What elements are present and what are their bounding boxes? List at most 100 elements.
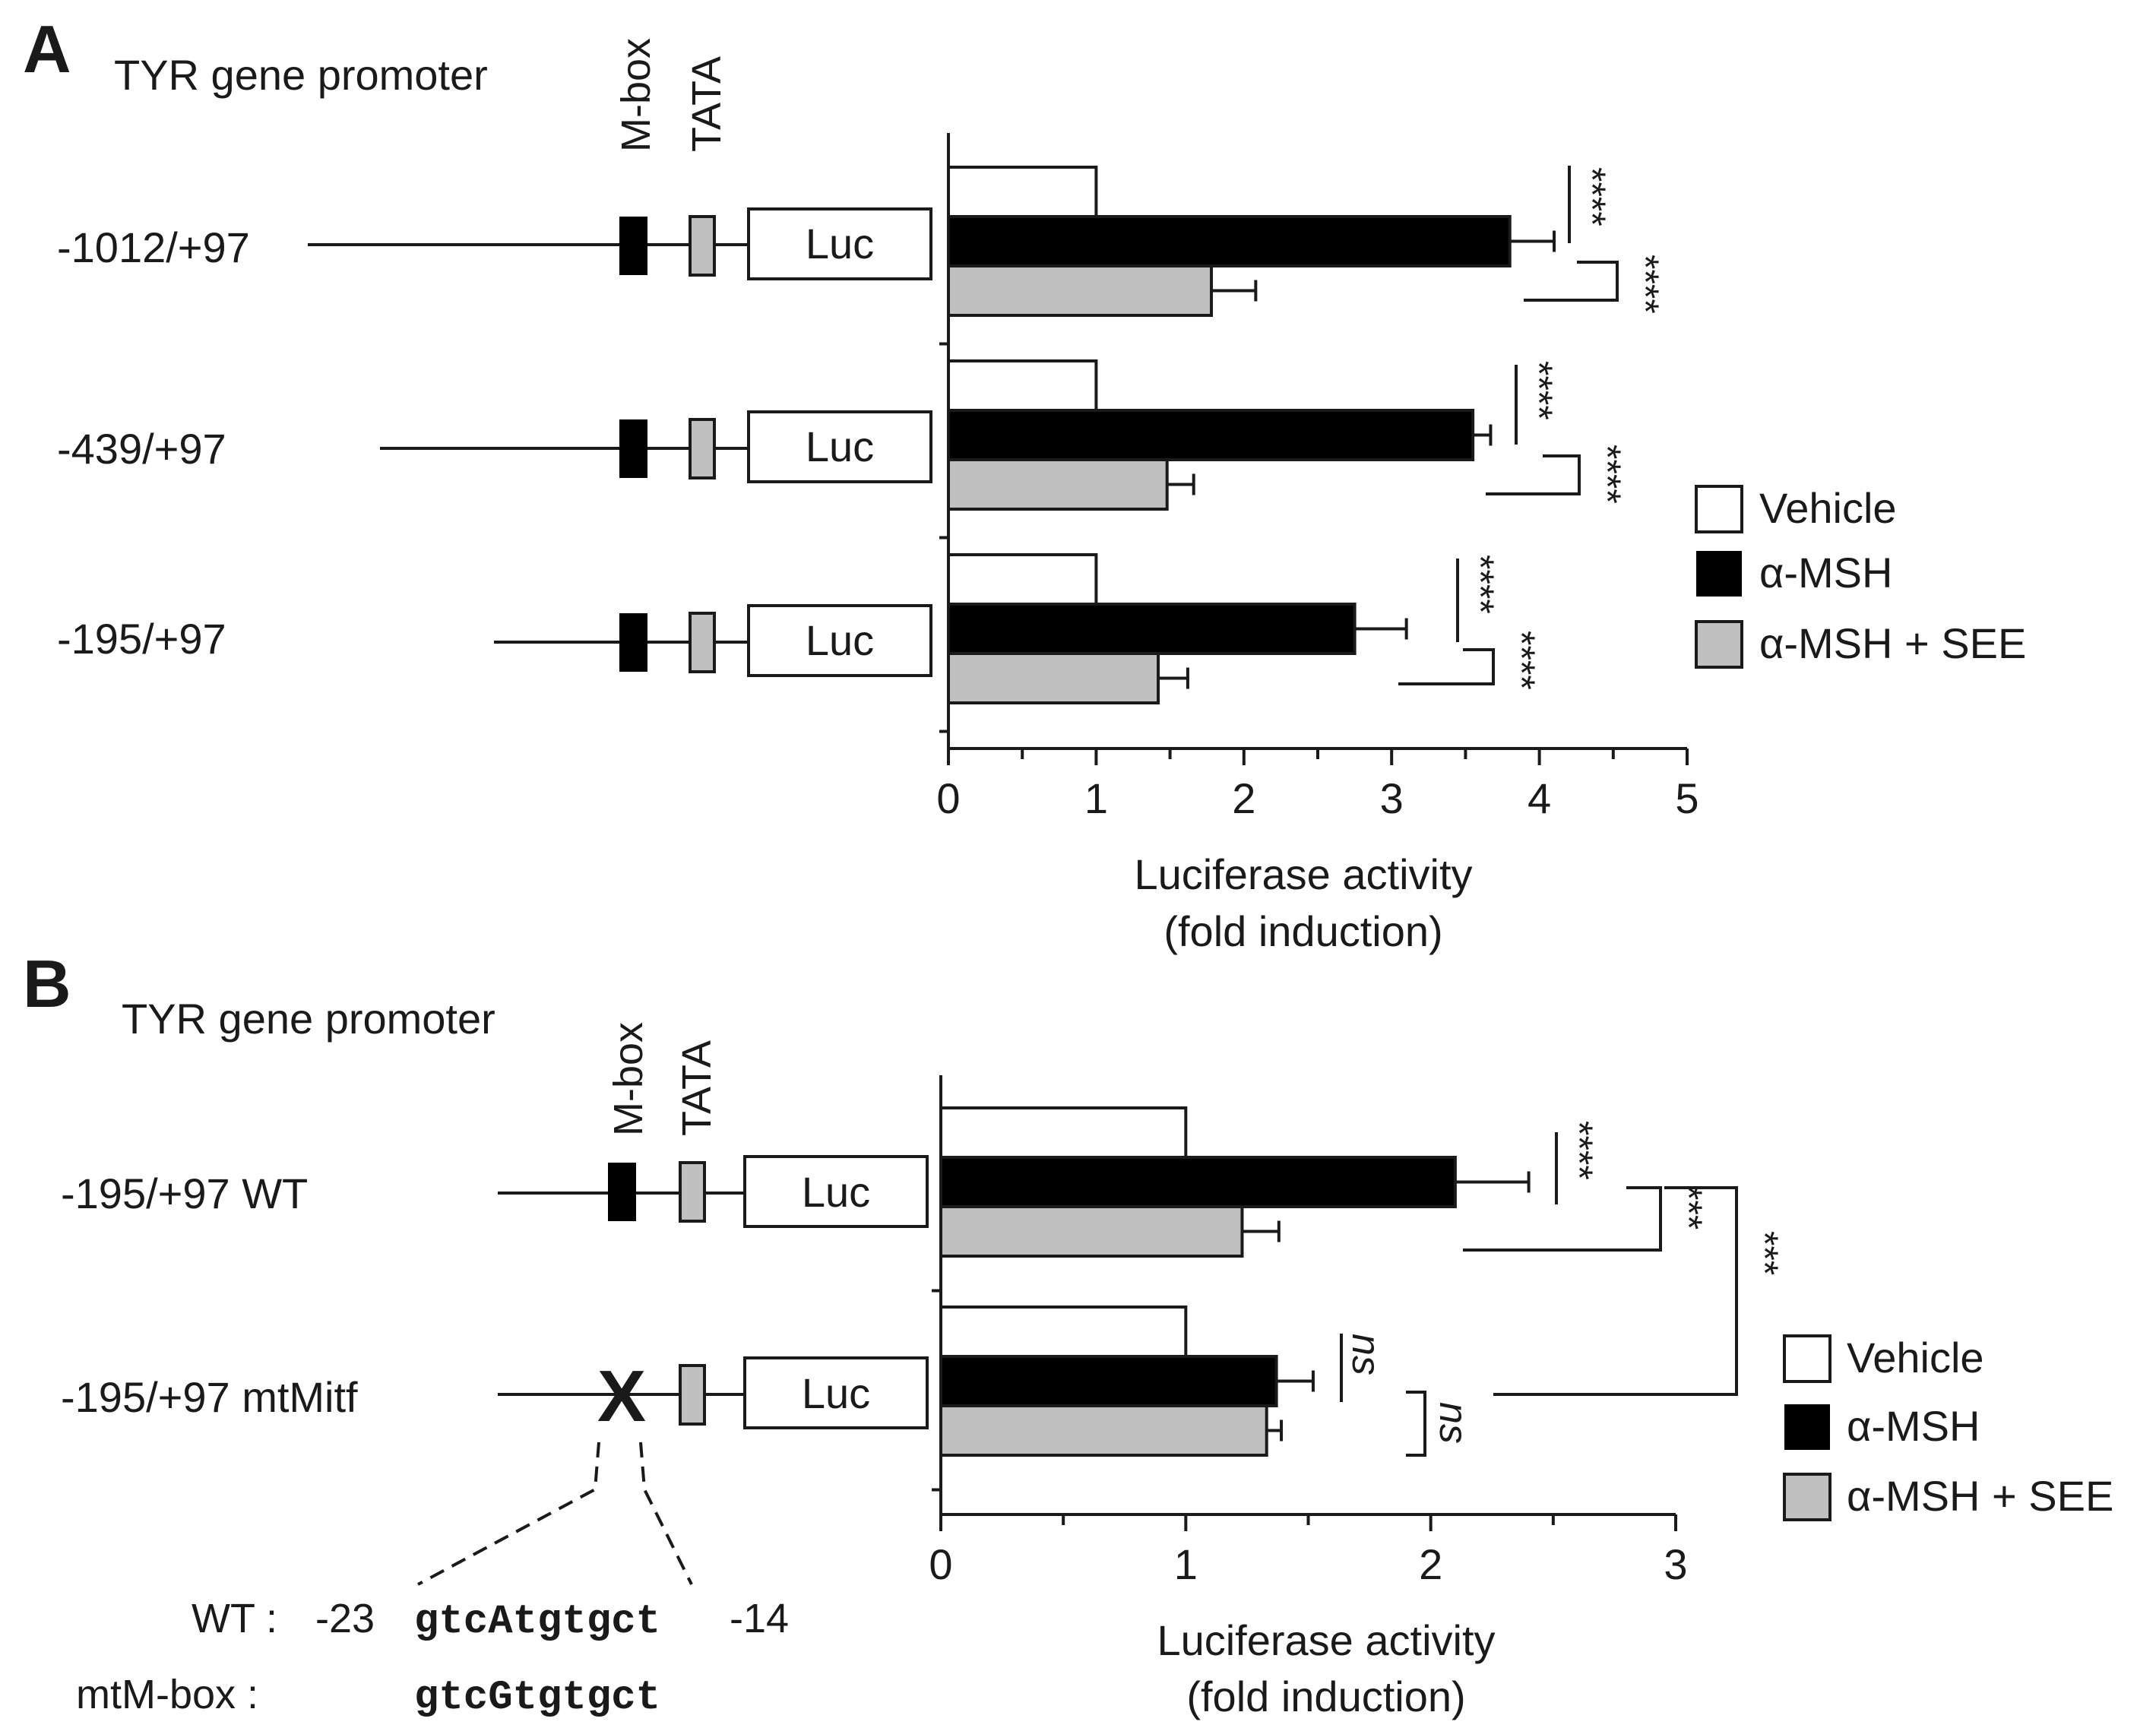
- bar-see: [947, 458, 1169, 511]
- construct-label: -439/+97: [57, 425, 226, 473]
- luc-label: Luc: [806, 220, 874, 267]
- sig-label: ns: [1344, 1334, 1388, 1375]
- construct-label: -195/+97 WT: [61, 1169, 308, 1217]
- x-tick-label: 2: [1232, 774, 1255, 822]
- wt-seq-start: -23: [315, 1596, 375, 1641]
- sig-label: ****: [1571, 167, 1613, 226]
- bar-vehicle: [939, 1106, 1188, 1159]
- bar-see: [947, 652, 1160, 704]
- sig-label: ****: [1558, 1121, 1600, 1180]
- x-tick-label: 0: [936, 774, 960, 822]
- sig-label: ****: [1586, 445, 1629, 504]
- sig-label: ****: [1624, 255, 1667, 314]
- mutation-x-mark: X: [597, 1356, 646, 1437]
- sig-label: ns: [1431, 1402, 1475, 1444]
- legend-label-vehicle: Vehicle: [1847, 1334, 1984, 1381]
- sig-label: ****: [1518, 361, 1560, 420]
- sig-bracket: [1524, 261, 1619, 302]
- construct-label: -195/+97: [57, 615, 226, 663]
- dashed-callout-line: [639, 1442, 693, 1585]
- legend-a: Vehicle α-MSH α-MSH + SEE: [1695, 484, 2026, 669]
- luc-box: [743, 1356, 929, 1429]
- x-tick-label: 5: [1675, 774, 1699, 822]
- chart-a: 0 1 2 3 4 5: [936, 133, 1699, 822]
- bar-msh: [939, 1156, 1457, 1208]
- significance-brackets-b: **** *** *** ns ns: [1340, 1121, 1786, 1457]
- tata-label: TATA: [684, 56, 730, 152]
- mbox-element: [619, 217, 647, 275]
- bar-vehicle: [939, 1305, 1188, 1358]
- sig-bracket: [1398, 648, 1495, 685]
- legend-swatch-vehicle: [1783, 1334, 1831, 1383]
- legend-label-vehicle: Vehicle: [1759, 484, 1897, 532]
- tata-element: [689, 418, 716, 479]
- luc-label: Luc: [802, 1168, 870, 1216]
- panel-b-letter: B: [23, 946, 71, 1021]
- x-tick-label: 3: [1664, 1540, 1687, 1588]
- bar-vehicle: [947, 359, 1098, 412]
- legend-label-msh: α-MSH: [1847, 1402, 1980, 1450]
- legend-b: Vehicle α-MSH α-MSH + SEE: [1783, 1334, 2113, 1521]
- x-tick-label: 2: [1419, 1540, 1442, 1588]
- bar-see: [939, 1205, 1244, 1258]
- legend-label-see: α-MSH + SEE: [1759, 619, 2026, 667]
- sig-bracket: [1493, 1186, 1738, 1396]
- luc-box: [743, 1155, 929, 1228]
- sig-label: ****: [1459, 555, 1502, 614]
- sig-bracket: [1486, 454, 1581, 495]
- legend-label-msh: α-MSH: [1759, 549, 1892, 597]
- dashed-callout-line: [417, 1442, 600, 1586]
- legend-swatch-see: [1783, 1473, 1831, 1521]
- tata-element: [689, 215, 716, 277]
- luc-box: [747, 207, 932, 280]
- mbox-element: [619, 613, 647, 672]
- x-tick-label: 3: [1380, 774, 1404, 822]
- mbox-label: M-box: [606, 1022, 651, 1136]
- x-axis-label-a-2: (fold induction): [1163, 907, 1442, 955]
- significance-brackets-a: **** **** **** **** **** ****: [1398, 166, 1667, 690]
- sig-label: ***: [1743, 1231, 1786, 1275]
- luc-label: Luc: [802, 1369, 870, 1417]
- bar-msh: [947, 215, 1512, 267]
- bar-see: [939, 1404, 1268, 1457]
- luc-label: Luc: [806, 616, 874, 664]
- tata-label: TATA: [674, 1040, 720, 1136]
- x-tick-label: 4: [1528, 774, 1551, 822]
- x-tick-label: 0: [929, 1540, 952, 1588]
- sig-bracket: [1406, 1391, 1426, 1457]
- mt-seq-label: mtM-box :: [76, 1672, 258, 1717]
- x-tick-label: 1: [1084, 774, 1108, 822]
- legend-swatch-msh: [1696, 551, 1742, 597]
- x-axis-label-b-2: (fold induction): [1186, 1673, 1465, 1720]
- panel-a-title: TYR gene promoter: [114, 51, 488, 99]
- luc-box: [747, 604, 932, 677]
- mbox-element: [608, 1163, 636, 1221]
- wt-seq-end: -14: [730, 1596, 789, 1641]
- luc-label: Luc: [806, 423, 874, 470]
- wt-sequence: gtcAtgtgct: [414, 1599, 660, 1645]
- bar-see: [947, 264, 1214, 317]
- legend-swatch-see: [1695, 620, 1743, 669]
- mbox-element: [619, 419, 647, 478]
- sig-label: ***: [1667, 1185, 1710, 1230]
- construct-label: -1012/+97: [57, 223, 250, 271]
- mbox-label: M-box: [613, 38, 659, 152]
- panel-a: A TYR gene promoter M-box TATA -1012/+97…: [23, 11, 2026, 955]
- legend-swatch-msh: [1784, 1404, 1830, 1450]
- tata-element: [679, 1364, 706, 1426]
- tata-element: [679, 1161, 706, 1223]
- bar-msh: [947, 603, 1357, 655]
- x-axis-label-b: Luciferase activity: [1157, 1616, 1495, 1664]
- wt-seq-label: WT :: [192, 1596, 277, 1641]
- luc-box: [747, 410, 932, 483]
- mt-sequence: gtcGtgtgct: [414, 1675, 660, 1721]
- x-axis-label-a: Luciferase activity: [1134, 850, 1472, 898]
- bar-vehicle: [947, 166, 1098, 218]
- bar-msh: [947, 409, 1475, 461]
- bar-msh: [939, 1355, 1278, 1407]
- construct-label: -195/+97 mtMitf: [61, 1373, 358, 1421]
- bar-vehicle: [947, 553, 1098, 606]
- panel-b-title: TYR gene promoter: [122, 995, 495, 1043]
